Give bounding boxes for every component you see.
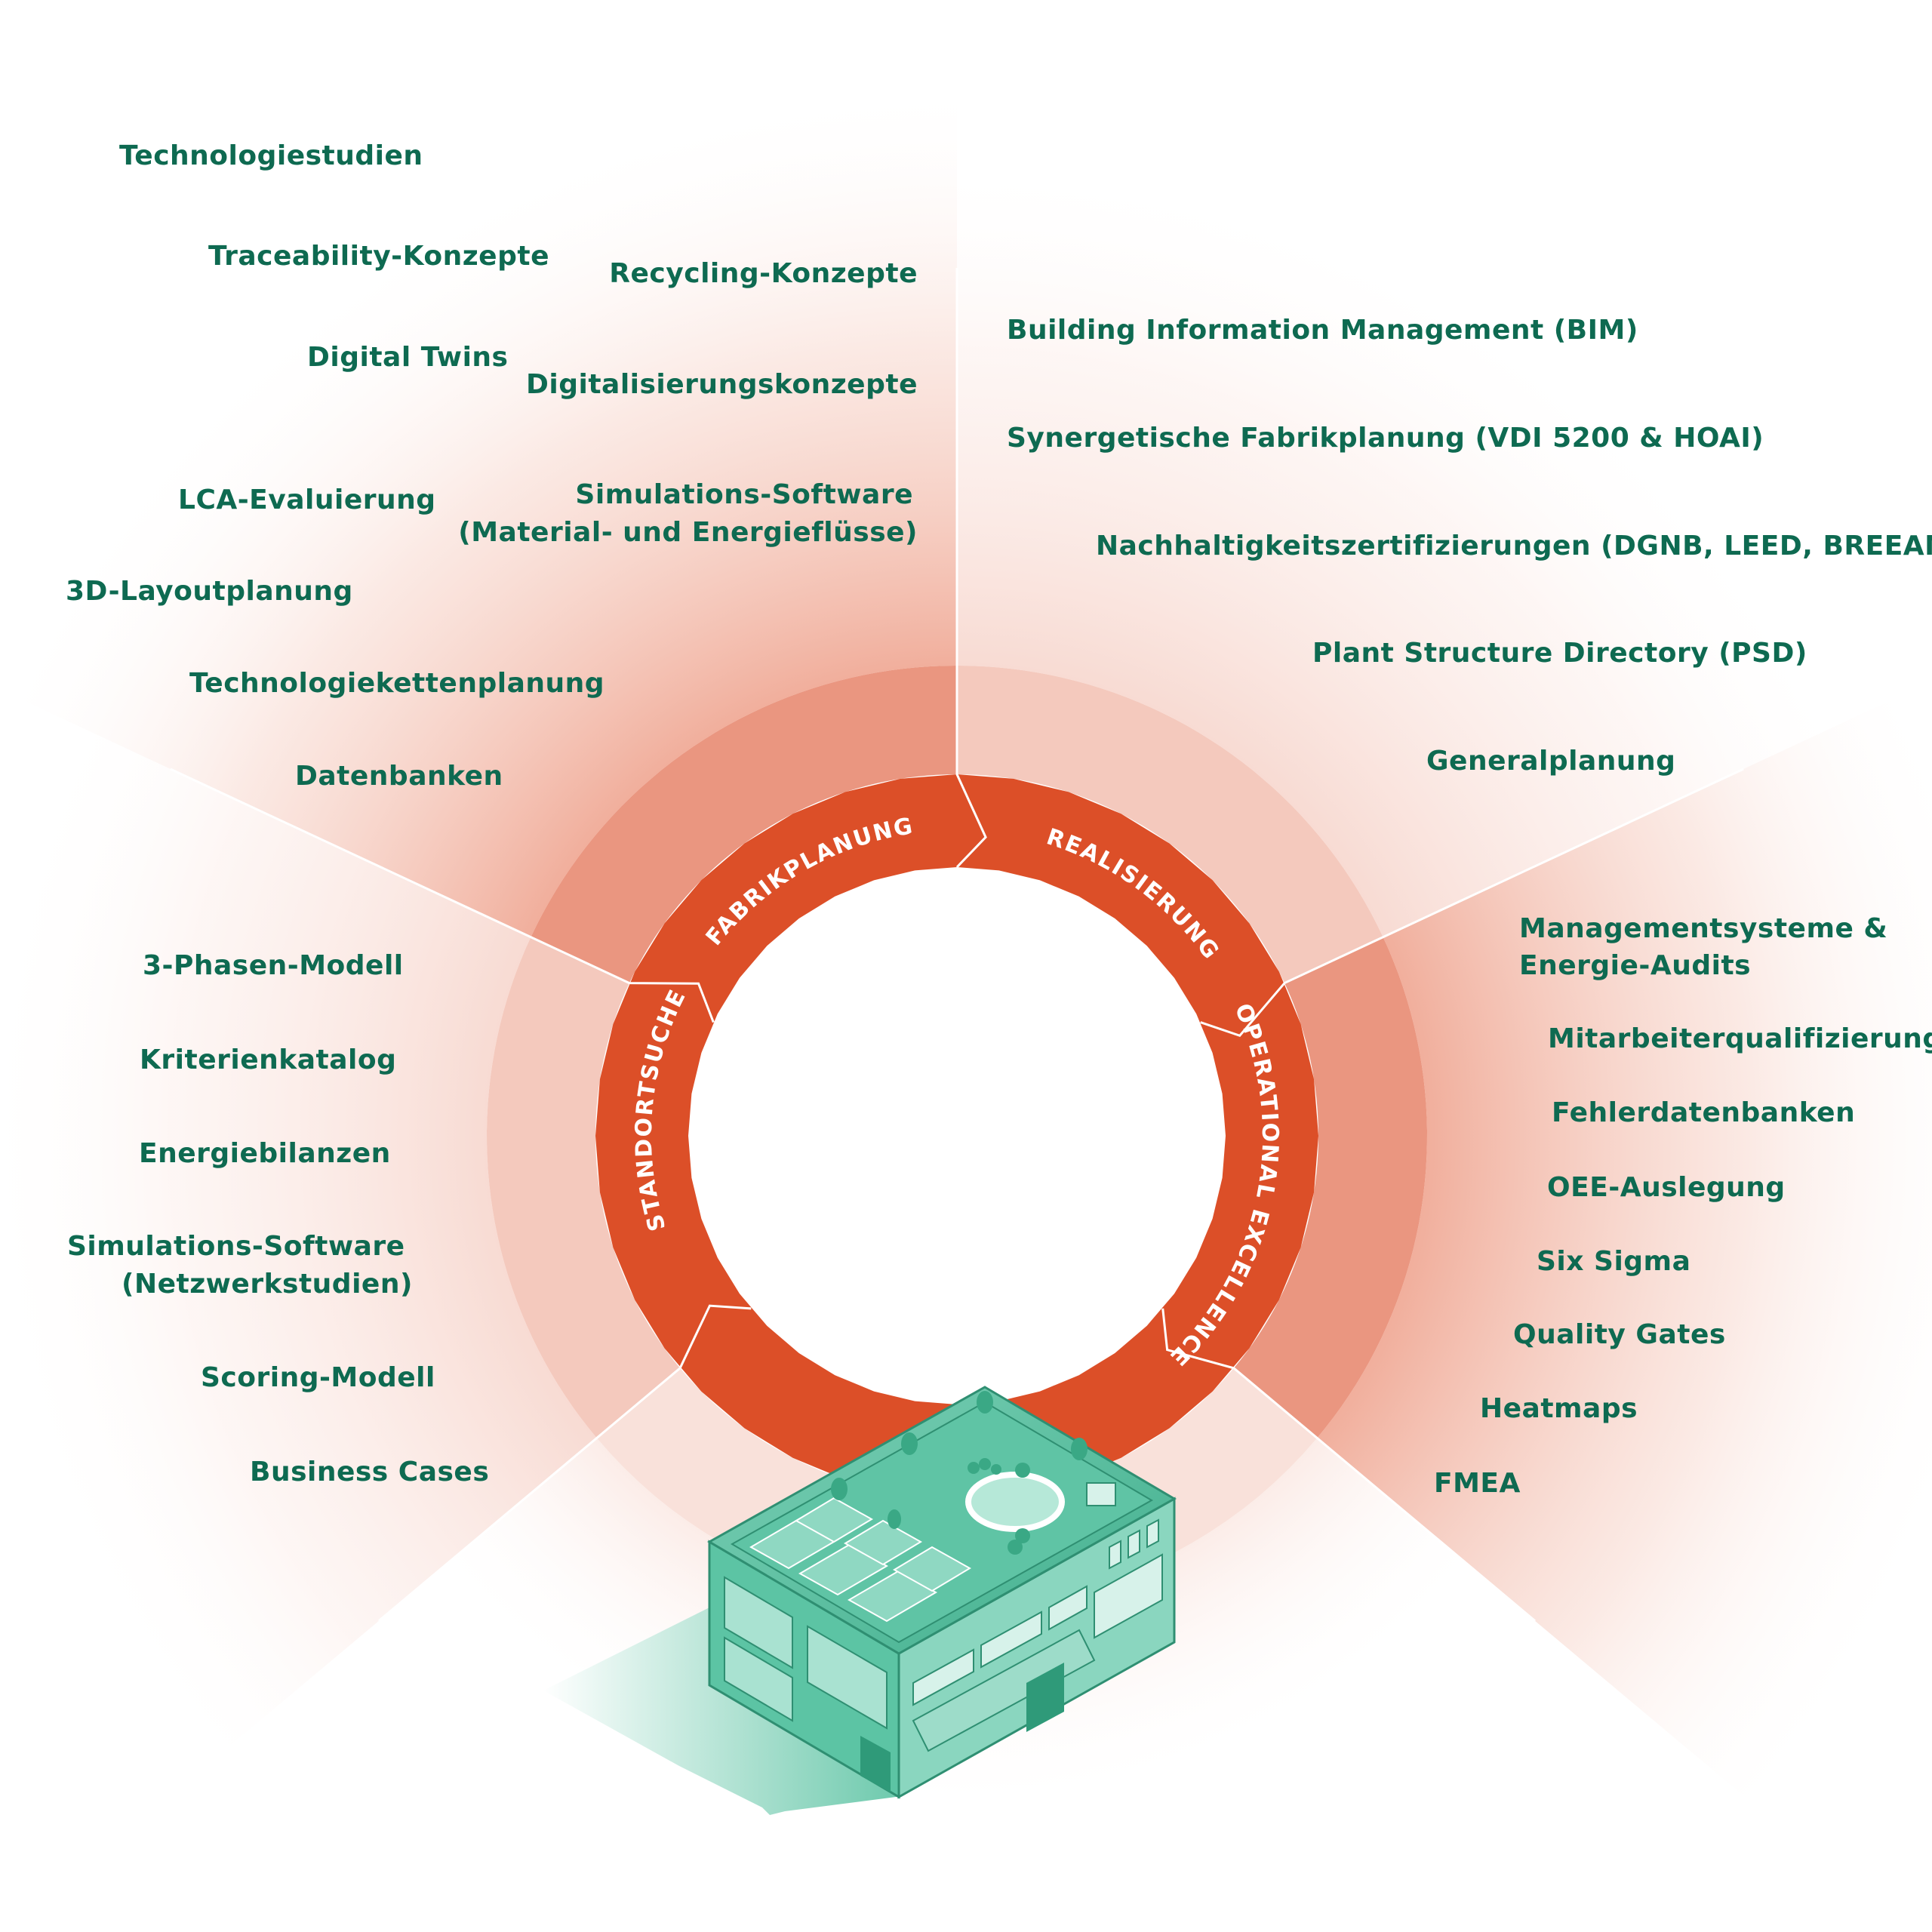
mid-segment-fabrikplanung: [531, 666, 957, 983]
service-item: Plant Structure Directory (PSD): [1312, 638, 1807, 669]
service-item: Managementsysteme &: [1519, 913, 1888, 944]
service-item: OEE-Auslegung: [1547, 1172, 1786, 1203]
service-item: (Netzwerkstudien): [122, 1269, 413, 1300]
service-item: Energiebilanzen: [139, 1138, 391, 1169]
service-item: Generalplanung: [1426, 746, 1676, 777]
wedge-operational-excellence: [1317, 689, 1932, 1815]
mid-segment-standortsuche: [487, 937, 681, 1438]
service-item: Scoring-Modell: [201, 1362, 435, 1393]
service-item: Simulations-Software: [67, 1231, 405, 1262]
mid-segment-realisierung: [957, 666, 1383, 983]
separator-line: [170, 768, 715, 1023]
service-item: Digitalisierungskonzepte: [525, 369, 918, 400]
service-item: Nachhaltigkeitszertifizierungen (DGNB, L…: [1096, 531, 1932, 561]
service-item: LCA-Evaluierung: [178, 485, 436, 515]
service-item: Digital Twins: [307, 342, 509, 373]
service-item: Quality Gates: [1513, 1319, 1726, 1350]
service-item: Kriterienkatalog: [140, 1044, 397, 1075]
service-item: Technologiestudien: [119, 140, 423, 171]
wedge-fabrikplanung: [0, 79, 957, 937]
service-item: Business Cases: [250, 1457, 490, 1487]
mid-segment-operational-excellence: [1233, 937, 1427, 1438]
service-item: Building Information Management (BIM): [1007, 315, 1638, 346]
ring-band: [595, 774, 1318, 1497]
service-item: Energie-Audits: [1519, 950, 1752, 981]
service-item: Synergetische Fabrikplanung (VDI 5200 & …: [1007, 423, 1764, 454]
service-item: Datenbanken: [295, 761, 503, 792]
phase-ring: [595, 774, 1318, 1497]
service-item: Simulations-Software: [575, 479, 913, 510]
factory-building-illustration: [543, 1386, 1177, 1815]
service-item: Heatmaps: [1480, 1393, 1638, 1424]
service-item: FMEA: [1434, 1468, 1521, 1499]
service-item: Fehlerdatenbanken: [1552, 1097, 1856, 1128]
service-item: Six Sigma: [1537, 1246, 1691, 1277]
separator-line: [377, 1304, 752, 1622]
separator-lines: [170, 268, 1744, 1622]
service-item: 3-Phasen-Modell: [143, 950, 404, 981]
wedge-standortsuche: [0, 721, 597, 1767]
service-item: Traceability-Konzepte: [208, 241, 549, 272]
service-item: Mitarbeiterqualifizierung: [1548, 1023, 1932, 1054]
separator-line: [955, 268, 987, 869]
wedge-realisierung: [957, 155, 1847, 937]
service-item: (Material- und Energieflüsse): [458, 517, 918, 548]
service-item: Technologiekettenplanung: [189, 668, 605, 699]
separator-line: [1200, 768, 1744, 1038]
service-item: 3D-Layoutplanung: [66, 576, 353, 607]
service-item: Recycling-Konzepte: [609, 258, 918, 289]
separator-line: [1161, 1308, 1537, 1622]
